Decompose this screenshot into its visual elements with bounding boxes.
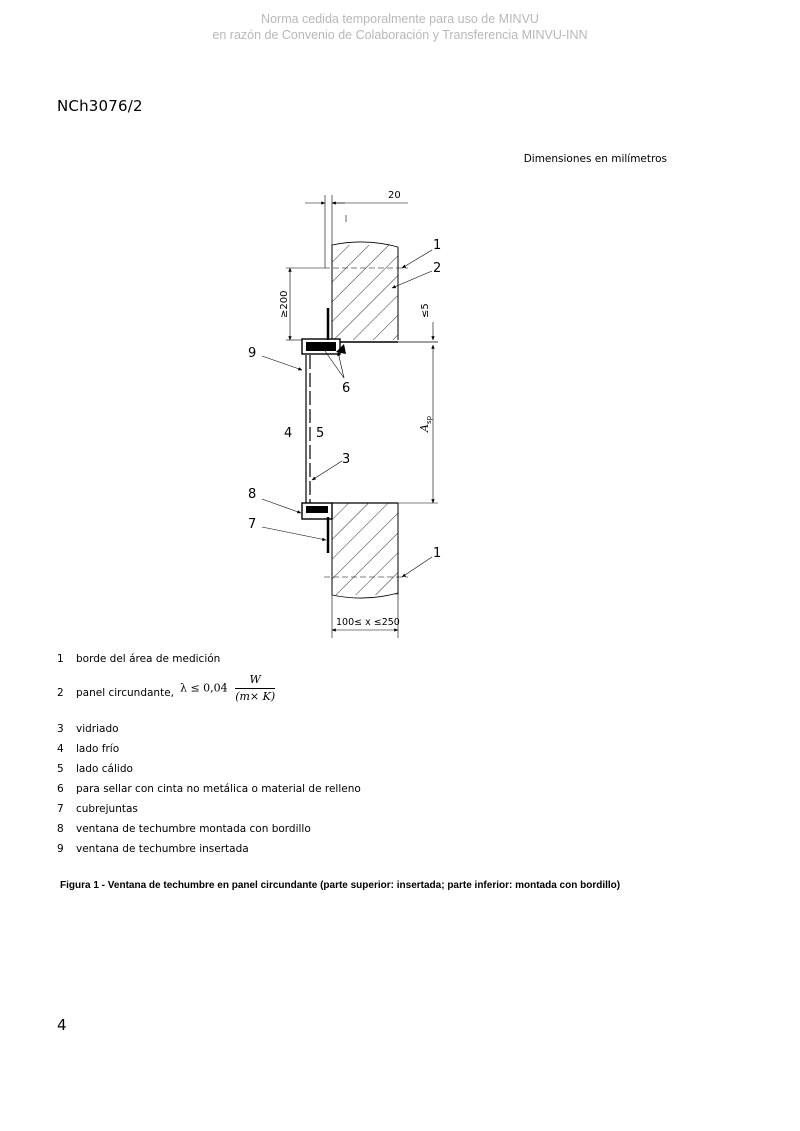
legend-text: panel circundante, <box>76 687 174 699</box>
callout-7: 7 <box>248 517 256 532</box>
legend-text: borde del área de medición <box>76 653 221 665</box>
dimension-top-label: 20 <box>388 190 401 201</box>
figure-drawing: 20 ≥200 ≤5 A sp 100≤ x ≤2 <box>248 190 441 638</box>
technical-figure: 20 ≥200 ≤5 A sp 100≤ x ≤2 <box>230 180 450 640</box>
callout-2: 2 <box>433 261 441 276</box>
legend-text: lado cálido <box>76 763 133 775</box>
legend-number: 1 <box>57 653 64 665</box>
dimension-top-20: 20 <box>305 190 408 268</box>
legend-number: 9 <box>57 843 64 855</box>
bottom-window-frame <box>301 502 333 553</box>
callout-8: 8 <box>248 487 256 502</box>
dimension-height-200: ≥200 <box>279 267 324 341</box>
callout-6: 6 <box>342 381 350 396</box>
callout-1-top: 1 <box>433 238 441 253</box>
formula-denominator: (m× K) <box>235 690 276 703</box>
bottom-surrounding-panel <box>331 502 399 599</box>
callout-leaders <box>261 249 433 578</box>
glazing <box>305 355 311 503</box>
legend-text: lado frío <box>76 743 120 755</box>
dimension-gap-5: ≤5 <box>420 303 435 341</box>
dimension-height-label: ≥200 <box>279 291 290 318</box>
legend-text: cubrejuntas <box>76 803 138 815</box>
legend-text: para sellar con cinta no metálica o mate… <box>76 783 361 795</box>
page-number: 4 <box>57 1016 67 1034</box>
dimension-bottom-label: 100≤ x ≤250 <box>336 617 400 628</box>
top-surrounding-panel <box>331 241 399 340</box>
figure-caption: Figura 1 - Ventana de techumbre en panel… <box>60 880 621 891</box>
legend-text: ventana de techumbre montada con bordill… <box>76 823 311 835</box>
watermark-line-2: en razón de Convenio de Colaboración y T… <box>212 28 588 42</box>
legend-number: 3 <box>57 723 64 735</box>
formula-numerator: W <box>235 672 276 689</box>
callout-1-bottom: 1 <box>433 546 441 561</box>
legend-number: 5 <box>57 763 64 775</box>
legend-number: 2 <box>57 687 64 699</box>
dimension-bottom-width: 100≤ x ≤250 <box>331 595 400 638</box>
document-code: NCh3076/2 <box>57 97 143 115</box>
callout-3: 3 <box>342 452 350 467</box>
dimension-asp-subscript: sp <box>425 415 433 424</box>
formula-fraction: W (m× K) <box>235 672 276 705</box>
callout-5: 5 <box>316 426 324 441</box>
dimension-gap-label: ≤5 <box>420 303 431 318</box>
legend-number: 7 <box>57 803 64 815</box>
legend-number: 8 <box>57 823 64 835</box>
legend-number: 6 <box>57 783 64 795</box>
callout-9: 9 <box>248 346 256 361</box>
formula-prefix: λ ≤ 0,04 <box>180 681 228 695</box>
watermark-line-1: Norma cedida temporalmente para uso de M… <box>261 12 539 26</box>
dimensions-note: Dimensiones en milímetros <box>523 153 667 165</box>
measurement-area-edges <box>324 267 408 578</box>
callout-4: 4 <box>284 426 292 441</box>
dimension-asp-label: A <box>418 424 431 433</box>
legend-text: ventana de techumbre insertada <box>76 843 249 855</box>
dimension-asp: A sp <box>398 344 438 504</box>
legend-number: 4 <box>57 743 64 755</box>
legend-text: vidriado <box>76 723 119 735</box>
lambda-formula: λ ≤ 0,04 W (m× K) <box>180 672 276 705</box>
